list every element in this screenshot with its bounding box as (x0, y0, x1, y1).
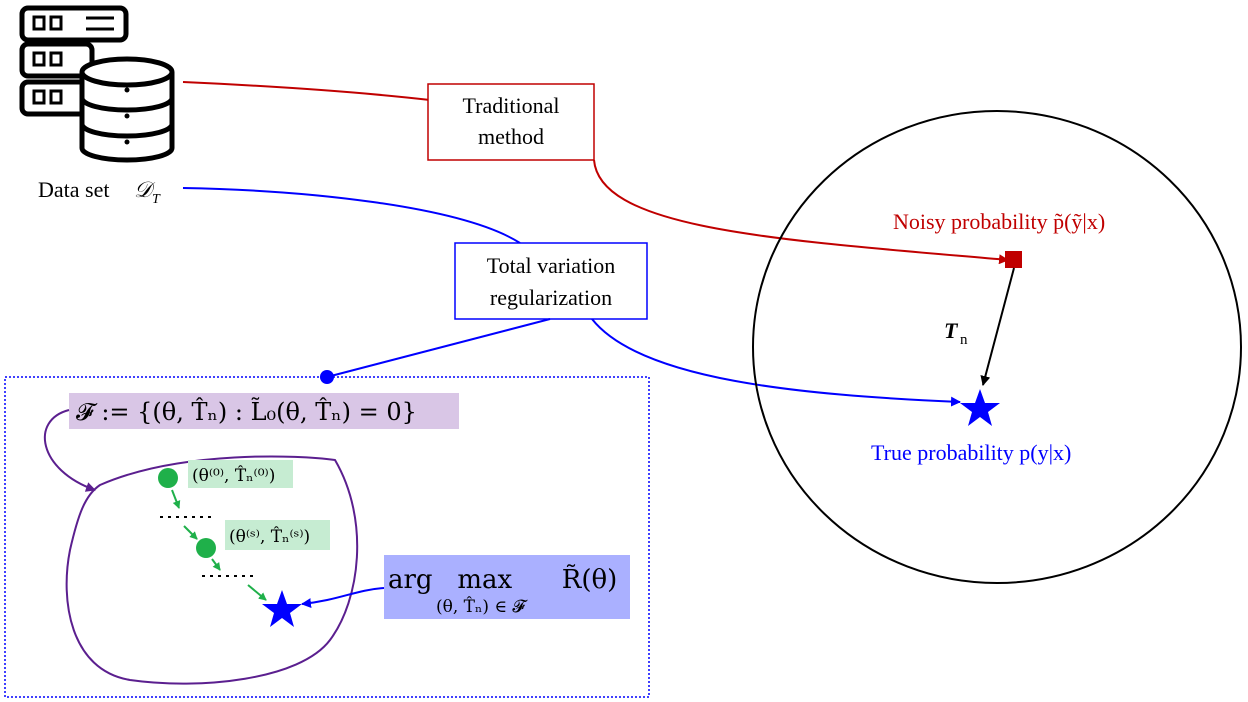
server-database-icon (19, 5, 175, 163)
objective-constraint: (θ, T̂ₙ) ∈ 𝓕 (436, 597, 528, 617)
objective-main: arg max R̃(θ) (388, 564, 617, 595)
iterate-start-dot (158, 468, 178, 488)
dataset-symbol: 𝒟 (134, 178, 156, 203)
inset-frame (4, 376, 650, 698)
iterate-s-box (225, 520, 330, 550)
traditional-line2: method (478, 124, 544, 149)
iterate-arrow-2 (183, 525, 198, 540)
objective-box (384, 555, 630, 619)
tv-input-line (182, 187, 521, 244)
tv-output-arrow (591, 318, 961, 407)
tv-line2: regularization (490, 285, 612, 310)
traditional-output-arrow (593, 159, 1009, 265)
iterate-start-label: (θ⁽⁰⁾, T̂ₙ⁽⁰⁾) (192, 466, 275, 486)
iterate-start-box (188, 460, 293, 488)
feasible-set-formula: 𝓕 := {(θ, T̂ₙ) : L̃₀(θ, T̂ₙ) = 0} (76, 398, 417, 426)
true-probability-star (960, 389, 1000, 426)
transition-label: T (944, 318, 959, 343)
traditional-method-box (427, 83, 595, 161)
traditional-input-line (182, 81, 431, 101)
dataset-label: Data set (38, 177, 109, 202)
traditional-line1: Traditional (463, 93, 560, 118)
tv-line1: Total variation (487, 253, 616, 278)
feasible-set-arrow (43, 409, 96, 492)
transition-arrow (980, 267, 1015, 386)
optimum-star (262, 590, 302, 627)
tv-regularization-box (454, 242, 648, 320)
true-probability-label: True probability p(y|x) (871, 440, 1071, 465)
iterate-arrow-4 (247, 584, 267, 601)
iterate-arrow-1 (171, 489, 181, 509)
iterate-arrow-3 (211, 558, 221, 571)
iterate-s-dot (196, 538, 216, 558)
noisy-probability-marker (1005, 251, 1022, 268)
iterate-s-label: (θ⁽ˢ⁾, T̂ₙ⁽ˢ⁾) (229, 527, 310, 547)
probability-space-ellipse (752, 110, 1242, 584)
transition-subscript: n (960, 332, 968, 348)
feasible-region (65, 455, 359, 685)
tv-to-inset-line (326, 318, 551, 378)
noisy-probability-label: Noisy probability p̃(ỹ|x) (893, 209, 1105, 234)
objective-arrow (301, 587, 385, 609)
dataset-subscript: T (152, 192, 161, 207)
feasible-set-box (69, 393, 459, 429)
